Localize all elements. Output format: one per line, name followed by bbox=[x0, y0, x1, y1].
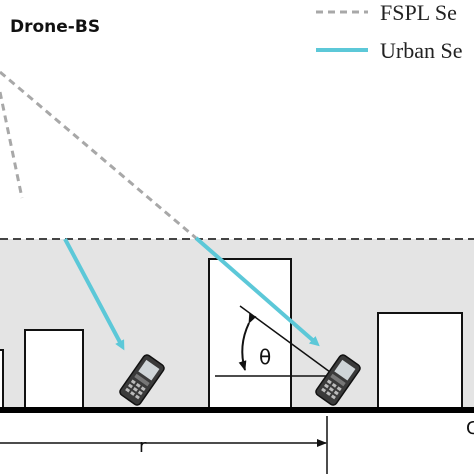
mobile-phone-icon bbox=[119, 354, 165, 406]
legend-fspl-label: FSPL Se bbox=[380, 0, 457, 25]
building-partial-left bbox=[0, 349, 4, 411]
angle-arrow-icon bbox=[238, 313, 257, 371]
building-3 bbox=[377, 312, 463, 411]
drone-bs-label: Drone-BS bbox=[10, 17, 100, 37]
urban-ray-left bbox=[63, 238, 125, 351]
legend: FSPL Se Urban Se bbox=[316, 0, 462, 63]
fspl-ray-left bbox=[0, 91, 24, 199]
mobile-phone-icon bbox=[315, 354, 361, 406]
urban-ray-right bbox=[194, 236, 320, 347]
fspl-ray-right bbox=[0, 70, 197, 240]
distance-label: r bbox=[139, 436, 147, 457]
building-1 bbox=[24, 329, 84, 411]
edge-label: C bbox=[466, 418, 474, 439]
ground-line bbox=[0, 407, 474, 413]
legend-urban-label: Urban Se bbox=[380, 38, 462, 63]
angle-label: θ bbox=[259, 345, 271, 369]
